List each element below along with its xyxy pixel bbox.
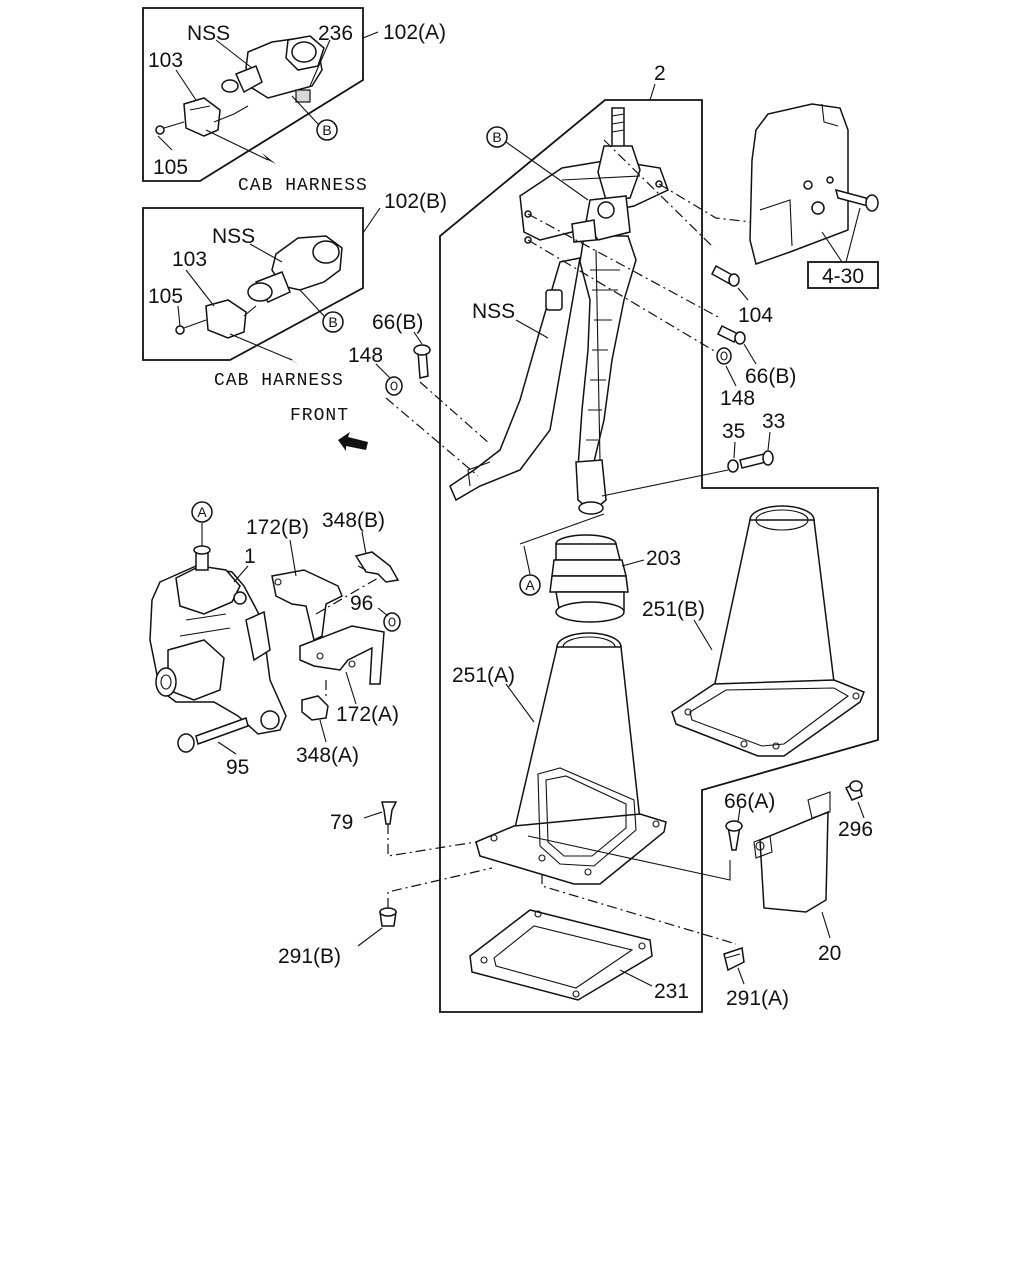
cover-4-30 bbox=[749, 103, 879, 265]
label-105-a: 105 bbox=[153, 156, 188, 179]
nss-switch-b bbox=[247, 235, 343, 303]
label-nss-main: NSS bbox=[472, 300, 515, 323]
clip-291a bbox=[723, 947, 745, 972]
boot-203 bbox=[549, 534, 629, 623]
label-66b-right: 66(B) bbox=[745, 365, 796, 388]
circle-b-label-main: B bbox=[492, 129, 501, 145]
label-251a: 251(A) bbox=[452, 664, 515, 687]
bolt-95 bbox=[177, 717, 249, 753]
nut-148-right bbox=[716, 347, 732, 365]
label-236: 236 bbox=[318, 22, 353, 45]
bracket-172b bbox=[271, 569, 343, 642]
label-nss-b: NSS bbox=[212, 225, 255, 248]
boot-251a bbox=[475, 632, 667, 885]
label-231: 231 bbox=[654, 980, 689, 1003]
bolt-33 bbox=[739, 450, 774, 469]
circle-a-label-mid: A bbox=[525, 577, 535, 593]
circle-b-label-b: B bbox=[328, 314, 337, 330]
inset-102a: B NSS 236 102(A) 103 105 CAB HARNESS bbox=[142, 7, 446, 196]
label-102a: 102(A) bbox=[383, 21, 446, 44]
label-35: 35 bbox=[722, 420, 745, 443]
screw-66a bbox=[725, 820, 743, 851]
cover-20 bbox=[753, 791, 831, 913]
front-arrow-icon bbox=[338, 432, 368, 451]
label-66a: 66(A) bbox=[724, 790, 775, 813]
bolt-66b-left bbox=[413, 344, 431, 379]
label-79: 79 bbox=[330, 811, 353, 834]
label-cab-harness-b: CAB HARNESS bbox=[214, 371, 344, 391]
main-assembly-frame: 2 bbox=[439, 62, 879, 1013]
inset-102b: B 102(B) NSS 103 105 CAB HARNESS bbox=[142, 190, 447, 391]
label-172a: 172(A) bbox=[336, 703, 399, 726]
label-96: 96 bbox=[350, 592, 373, 615]
label-251b: 251(B) bbox=[642, 598, 705, 621]
circle-b-label-a: B bbox=[322, 122, 331, 138]
front-arrow: FRONT bbox=[290, 406, 368, 451]
label-172b: 172(B) bbox=[246, 516, 309, 539]
label-348a: 348(A) bbox=[296, 744, 359, 767]
bolt-104 bbox=[711, 264, 740, 287]
grommet-291b bbox=[379, 907, 397, 927]
label-2: 2 bbox=[654, 62, 666, 85]
label-103-a: 103 bbox=[148, 49, 183, 72]
boot-251b bbox=[671, 505, 865, 757]
label-66b-left: 66(B) bbox=[372, 311, 423, 334]
clip-296 bbox=[844, 780, 863, 801]
nut-96 bbox=[383, 612, 401, 632]
label-33: 33 bbox=[762, 410, 785, 433]
bracket-172a bbox=[299, 625, 385, 685]
connector-103-b bbox=[175, 299, 257, 339]
label-nss-a: NSS bbox=[187, 22, 230, 45]
label-102b: 102(B) bbox=[384, 190, 447, 213]
label-348b: 348(B) bbox=[322, 509, 385, 532]
label-95: 95 bbox=[226, 756, 249, 779]
label-20: 20 bbox=[818, 942, 841, 965]
label-291a: 291(A) bbox=[726, 987, 789, 1010]
label-4-30: 4-30 bbox=[822, 265, 864, 288]
shifter-housing-1 bbox=[149, 545, 287, 735]
label-cab-harness-a: CAB HARNESS bbox=[238, 176, 368, 196]
label-front: FRONT bbox=[290, 406, 349, 426]
nut-148-left bbox=[385, 376, 403, 396]
gasket-231 bbox=[469, 909, 653, 1001]
label-105-b: 105 bbox=[148, 285, 183, 308]
label-291b: 291(B) bbox=[278, 945, 341, 968]
shift-lever-assembly bbox=[449, 107, 669, 515]
label-103-b: 103 bbox=[172, 248, 207, 271]
label-203: 203 bbox=[646, 547, 681, 570]
clip-79 bbox=[381, 801, 398, 825]
connector-103-a bbox=[155, 97, 249, 137]
label-148-left: 148 bbox=[348, 344, 383, 367]
dash-leaders-main bbox=[385, 139, 821, 477]
label-296: 296 bbox=[838, 818, 873, 841]
circle-a-label-top: A bbox=[197, 504, 207, 520]
washer-35 bbox=[727, 459, 739, 473]
clip-348b bbox=[354, 551, 400, 583]
label-148-right: 148 bbox=[720, 387, 755, 410]
label-104: 104 bbox=[738, 304, 773, 327]
bolt-66b-right bbox=[716, 324, 746, 345]
label-1: 1 bbox=[244, 545, 256, 568]
clip-348a bbox=[301, 680, 329, 721]
nss-switch-a bbox=[221, 35, 325, 103]
